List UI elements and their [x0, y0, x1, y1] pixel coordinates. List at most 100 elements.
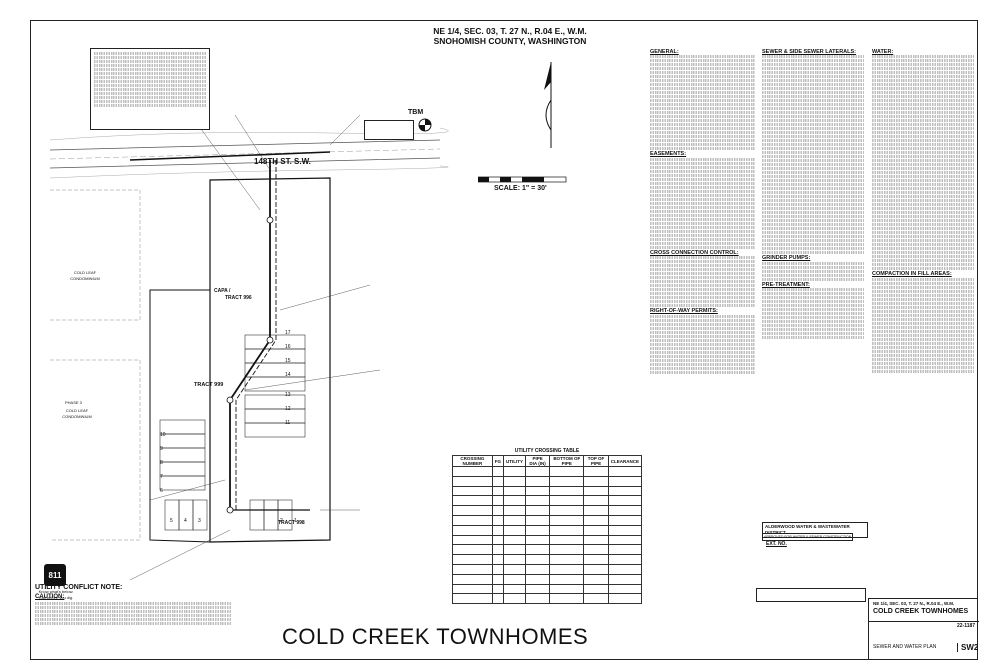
lot-number: 8 — [160, 460, 163, 466]
table-cell — [549, 534, 585, 546]
tbm-marker-icon — [418, 118, 432, 132]
lot-number: 7 — [160, 474, 163, 480]
table-cell — [491, 466, 504, 477]
table-cell — [491, 524, 504, 536]
district-name: ALDERWOOD WATER & WASTEWATER DISTRICT — [762, 522, 868, 538]
section-heading: SEWER & SIDE SEWER LATERALS: — [762, 49, 857, 55]
table-cell — [583, 544, 609, 556]
table-cell — [524, 583, 551, 595]
table-cell — [524, 475, 551, 487]
drawing-title: COLD CREEK TOWNHOMES — [282, 624, 589, 649]
tbm-label: TBM — [408, 109, 424, 116]
table-cell — [607, 593, 643, 605]
table-cell — [583, 583, 609, 595]
table-header-cell: UTILITY — [502, 455, 526, 467]
tb-job-number: 22-1187 — [957, 623, 976, 629]
table-cell — [607, 466, 643, 477]
lot-number: 4 — [184, 518, 187, 524]
scale-label: SCALE: 1" = 30' — [494, 185, 547, 192]
table-title: UTILITY CROSSING TABLE — [514, 448, 580, 454]
table-cell — [491, 534, 504, 546]
table-cell — [549, 466, 585, 477]
lot-number: 11 — [285, 420, 291, 426]
revision-block — [756, 588, 866, 602]
drawing-sheet-border — [30, 20, 978, 660]
section-heading: EASEMENTS: — [650, 151, 687, 158]
table-cell — [607, 554, 643, 565]
table-cell — [583, 505, 609, 516]
capa-label: CAPA / — [214, 288, 231, 294]
table-cell — [502, 583, 526, 595]
table-cell — [607, 583, 643, 595]
notes-sewer: SEWER & SIDE SEWER LATERALS: GRINDER PUM… — [762, 48, 864, 438]
table-cell — [452, 563, 493, 575]
table-header-cell: CROSSING NUMBER — [452, 455, 493, 467]
tb-sheet-number: SW2 — [957, 643, 978, 652]
section-heading: CROSS CONNECTION CONTROL: — [650, 249, 739, 256]
table-cell — [607, 475, 643, 487]
table-cell — [452, 554, 493, 565]
table-cell — [502, 544, 526, 556]
table-cell — [502, 495, 526, 507]
table-cell — [583, 466, 609, 477]
conflict-title: UTILITY CONFLICT NOTE: — [35, 584, 123, 591]
table-header-cell: FG — [491, 455, 504, 467]
table-cell — [583, 495, 609, 507]
neighbor-label: COLD LEAF CONDOMINIUM — [62, 408, 92, 419]
table-cell — [607, 573, 643, 585]
caution-label: CAUTION: — [35, 594, 65, 600]
table-cell — [549, 485, 585, 497]
table-row — [452, 544, 643, 556]
call-before-dig: Know what's below. Call before you dig. — [38, 589, 74, 600]
section-heading: COMPACTION IN FILL AREAS: — [872, 271, 952, 278]
table-cell — [452, 475, 493, 487]
utility-conflict-note: UTILITY CONFLICT NOTE: CAUTION: — [33, 584, 233, 629]
table-cell — [583, 563, 609, 575]
table-cell — [583, 554, 609, 565]
table-cell — [502, 573, 526, 585]
table-cell — [524, 544, 551, 556]
road-centerline — [49, 148, 441, 160]
tbm-callout — [364, 120, 414, 140]
table-cell — [549, 573, 585, 585]
table-row — [452, 524, 643, 536]
table-cell — [549, 583, 585, 595]
section-heading: PRE-TREATMENT: — [762, 281, 810, 288]
table-cell — [607, 514, 643, 526]
table-cell — [452, 524, 493, 536]
lot-number: 12 — [285, 406, 291, 412]
table-cell — [491, 573, 504, 585]
table-cell — [524, 563, 551, 575]
table-cell — [502, 524, 526, 536]
section-heading: GRINDER PUMPS: — [762, 255, 811, 262]
ext-number: EXT. NO. — [766, 541, 787, 547]
table-cell — [452, 485, 493, 497]
table-cell — [524, 524, 551, 536]
table-row — [452, 593, 643, 605]
table-cell — [607, 505, 643, 516]
table-row — [452, 534, 643, 546]
section-heading: GENERAL: — [650, 49, 679, 55]
tb-location: NE 1/4, SEC. 03, T. 27 N., R.04 E., W.M. — [873, 601, 955, 606]
lot-number: 3 — [198, 518, 201, 524]
townhome-lots — [159, 334, 306, 531]
table-cell — [502, 514, 526, 526]
north-arrow-icon — [544, 62, 552, 148]
table-row — [452, 466, 643, 477]
table-cell — [607, 544, 643, 556]
table-cell — [549, 524, 585, 536]
site-plan — [49, 99, 449, 581]
table-cell — [607, 563, 643, 575]
table-row — [452, 495, 643, 507]
table-cell — [491, 514, 504, 526]
table-cell — [502, 534, 526, 546]
table-cell — [491, 544, 504, 556]
table-cell — [491, 475, 504, 487]
neighbor-label: COLD LEAF CONDOMINIUM — [70, 270, 100, 281]
table-cell — [502, 485, 526, 497]
table-cell — [524, 495, 551, 507]
lot-number: 13 — [285, 392, 291, 398]
table-cell — [452, 544, 493, 556]
table-header-cell: TOP OF PIPE — [583, 455, 609, 467]
